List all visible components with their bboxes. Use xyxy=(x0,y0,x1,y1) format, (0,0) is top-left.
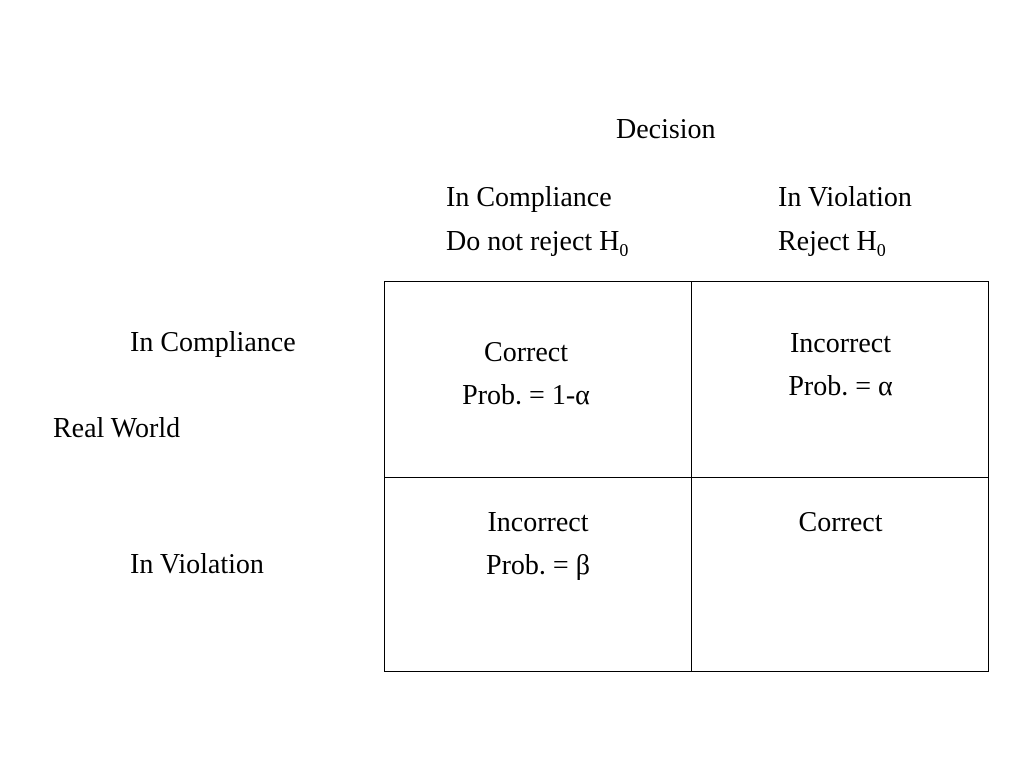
cell-probability: Prob. = β xyxy=(486,550,590,581)
decision-title: Decision xyxy=(616,114,716,145)
cell-compliance-violation: Incorrect Prob. = α xyxy=(691,322,990,408)
column-heading-compliance: In Compliance xyxy=(446,182,612,213)
column-action-violation: Reject H0 xyxy=(778,226,886,260)
matrix-horizontal-divider xyxy=(385,477,988,478)
cell-violation-compliance: Incorrect Prob. = β xyxy=(385,501,691,587)
column-action-compliance: Do not reject H0 xyxy=(446,226,629,260)
cell-result: Correct xyxy=(484,337,568,368)
cell-result: Correct xyxy=(798,507,883,538)
cell-result: Incorrect xyxy=(487,507,589,538)
row-heading-compliance: In Compliance xyxy=(130,327,296,358)
row-heading-violation: In Violation xyxy=(130,549,264,580)
cell-probability: Prob. = α xyxy=(788,371,893,402)
cell-probability: Prob. = 1-α xyxy=(462,380,590,411)
column-action-compliance-subscript: 0 xyxy=(619,240,629,260)
cell-violation-violation: Correct xyxy=(691,501,990,544)
column-action-violation-text: Reject H xyxy=(778,226,877,257)
decision-matrix: Correct Prob. = 1-α Incorrect Prob. = α … xyxy=(384,281,989,672)
matrix-vertical-divider xyxy=(691,282,692,671)
real-world-title: Real World xyxy=(53,413,181,444)
column-action-compliance-text: Do not reject H xyxy=(446,226,620,257)
column-heading-violation: In Violation xyxy=(778,182,912,213)
cell-compliance-compliance: Correct Prob. = 1-α xyxy=(385,331,667,417)
column-action-violation-subscript: 0 xyxy=(876,240,886,260)
cell-result: Incorrect xyxy=(789,328,892,359)
